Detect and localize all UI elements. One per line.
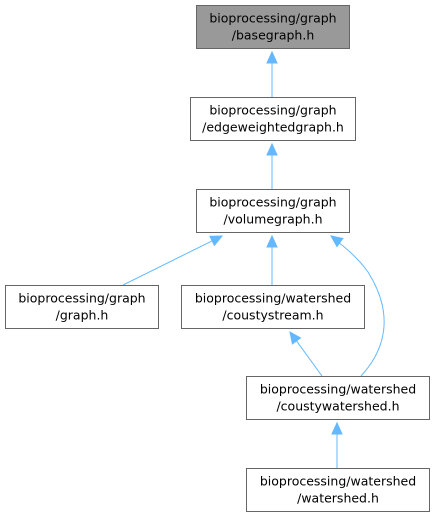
edge-graph-to-volumegraph — [122, 235, 224, 286]
edge-watershed-to-coustywatershed — [331, 421, 343, 468]
node-label-file: /edgeweightedgraph.h — [202, 120, 344, 135]
node-label-path: bioprocessing/graph — [18, 291, 145, 306]
node-box — [246, 468, 430, 512]
edge-coustywatershed-to-volumegraph — [330, 235, 385, 377]
node-label-path: bioprocessing/watershed — [260, 382, 416, 397]
node-label-path: bioprocessing/watershed — [195, 291, 351, 306]
edge-edgeweightedgraph-to-basegraph — [266, 50, 278, 97]
node-edgeweightedgraph[interactable]: bioprocessing/graph/edgeweightedgraph.h — [190, 97, 356, 141]
node-watershed[interactable]: bioprocessing/watershed/watershed.h — [246, 468, 430, 512]
node-basegraph: bioprocessing/graph/basegraph.h — [196, 5, 350, 49]
node-box — [246, 376, 430, 420]
node-label-file: /basegraph.h — [232, 28, 315, 43]
edge-line — [295, 339, 323, 377]
node-label-path: bioprocessing/graph — [209, 195, 336, 210]
edge-arrowhead — [266, 50, 278, 64]
node-coustystream[interactable]: bioprocessing/watershed/coustystream.h — [181, 285, 365, 329]
edge-arrowhead — [266, 234, 278, 248]
node-box — [190, 97, 356, 141]
edge-line — [122, 239, 214, 286]
node-label-file: /graph.h — [56, 308, 109, 323]
node-box — [5, 285, 159, 329]
node-coustywatershed[interactable]: bioprocessing/watershed/coustywatershed.… — [246, 376, 430, 420]
node-label-file: /coustywatershed.h — [276, 399, 399, 414]
nodes-layer: bioprocessing/graph/basegraph.hbioproces… — [5, 5, 430, 512]
edge-curve — [333, 238, 385, 377]
node-label-path: bioprocessing/graph — [209, 103, 336, 118]
node-box — [196, 5, 350, 49]
edge-arrowhead — [209, 235, 224, 247]
edges-layer — [122, 50, 385, 468]
node-box — [181, 285, 365, 329]
node-label-path: bioprocessing/watershed — [260, 474, 416, 489]
node-graph[interactable]: bioprocessing/graph/graph.h — [5, 285, 159, 329]
edge-volumegraph-to-edgeweightedgraph — [266, 142, 278, 189]
edge-coustystream-to-volumegraph — [266, 234, 278, 285]
node-label-file: /watershed.h — [297, 491, 379, 506]
edge-coustywatershed-to-coustystream — [289, 331, 323, 377]
edge-arrowhead — [330, 235, 344, 248]
edge-arrowhead — [289, 331, 302, 345]
node-box — [196, 189, 350, 233]
node-label-path: bioprocessing/graph — [209, 11, 336, 26]
node-volumegraph[interactable]: bioprocessing/graph/volumegraph.h — [196, 189, 350, 233]
node-label-file: /coustystream.h — [222, 308, 323, 323]
edge-arrowhead — [331, 421, 343, 435]
edge-arrowhead — [266, 142, 278, 156]
node-label-file: /volumegraph.h — [223, 212, 322, 227]
